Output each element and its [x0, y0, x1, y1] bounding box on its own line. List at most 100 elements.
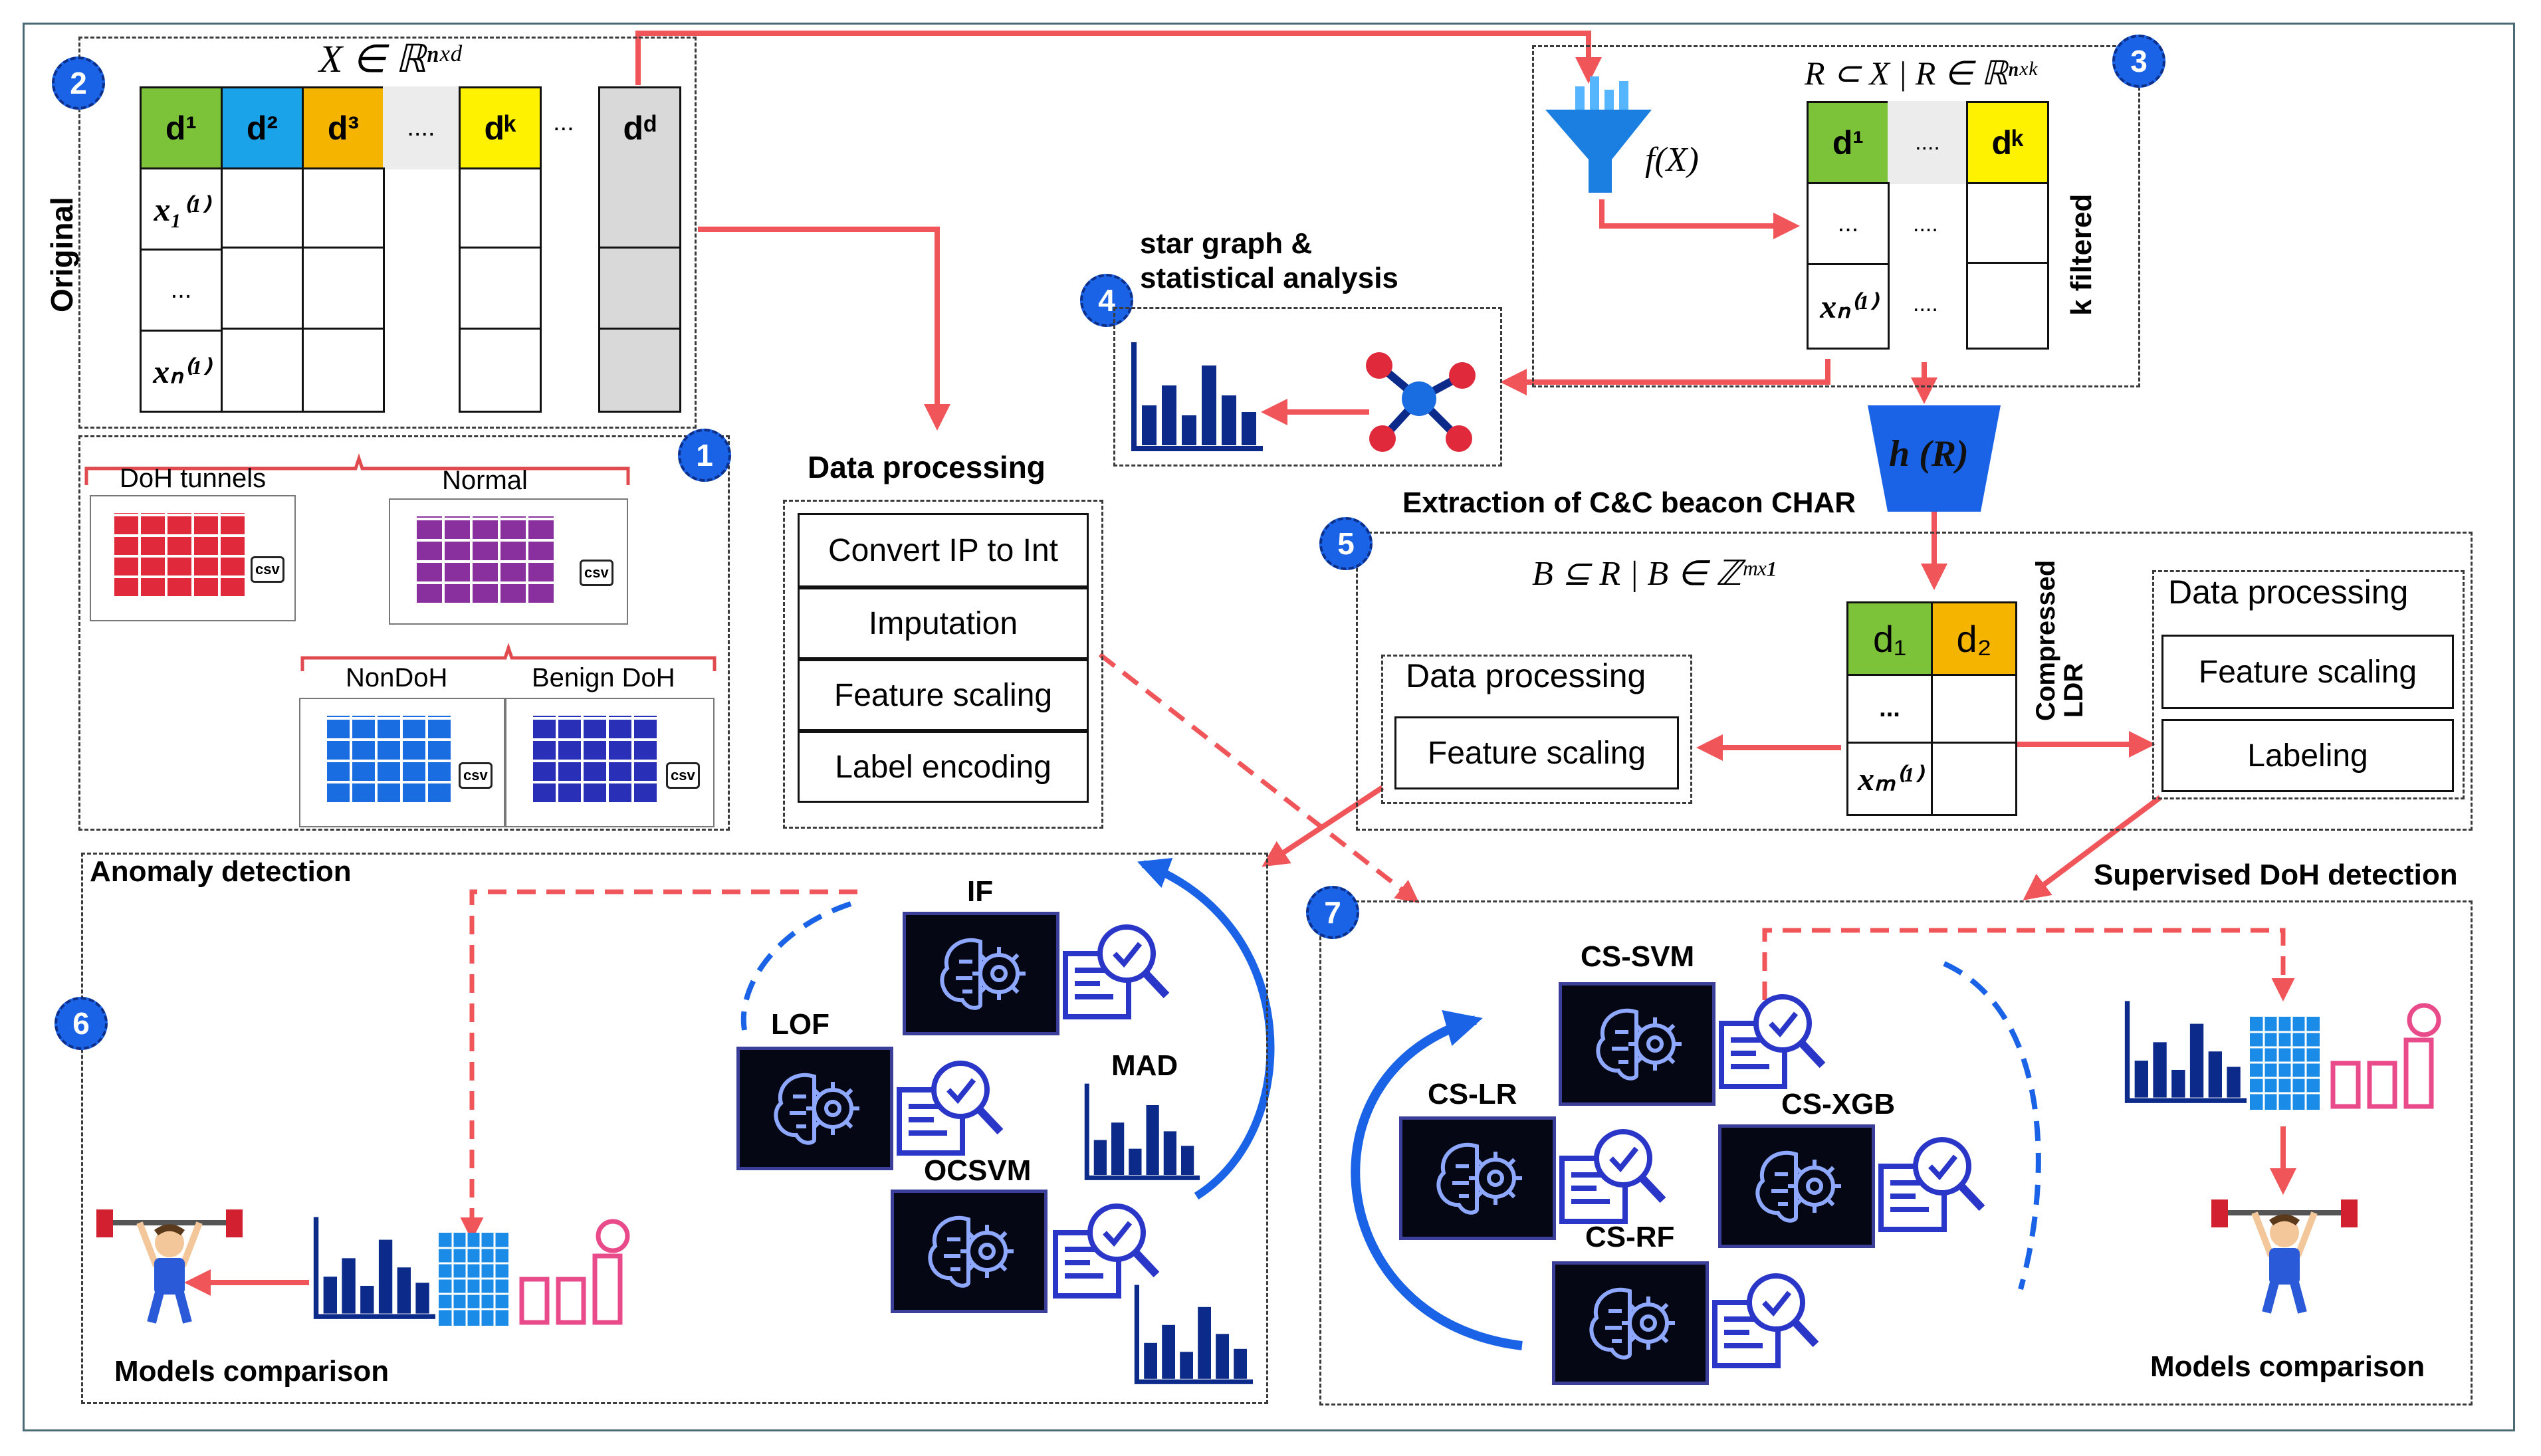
- model-if-card: [903, 912, 1059, 1035]
- badge-4: 4: [1080, 274, 1133, 327]
- header-d2: d²: [221, 86, 304, 169]
- brain-gear-icon: [940, 938, 1026, 1010]
- filtered-header-d1: d¹: [1807, 101, 1890, 184]
- magnifier-check-icon: [1063, 924, 1170, 1019]
- filtered-mid-ellipsis-2: ....: [1913, 291, 1938, 316]
- arrow-to-supervised: [2023, 795, 2162, 900]
- supervised-box: [1319, 900, 2473, 1405]
- filter-title: R ⊂ X | R ∈ ℝⁿˣᵏ: [1805, 54, 2037, 92]
- star-graph-title-1: star graph &: [1140, 227, 1313, 260]
- star-graph-box: [1113, 307, 1502, 467]
- model-cs-rf-card: [1552, 1261, 1709, 1385]
- header-gap-ellipsis: ...: [553, 108, 574, 136]
- outer-frame: [23, 23, 2515, 1431]
- magnifier-check-icon: [1559, 1129, 1666, 1224]
- step-imputation: Imputation: [798, 587, 1089, 659]
- csv-file-icon: csv: [251, 556, 284, 583]
- anomaly-cycle-dashed-arc: [740, 901, 852, 1031]
- dp-right-box: [2152, 570, 2465, 799]
- k-filtered-label: k filtered: [2065, 193, 2098, 316]
- mad-bar-chart-icon: [1084, 1083, 1200, 1180]
- doh-tunnels-label: DoH tunnels: [120, 464, 267, 493]
- brain-gear-icon: [1755, 1150, 1841, 1223]
- benign-doh-table-icon: csv: [505, 698, 715, 827]
- ldr-label: LDR: [2059, 663, 2088, 718]
- arrow-to-anomaly: [1262, 785, 1384, 867]
- encoder-label: h (R): [1889, 433, 1969, 474]
- badge-2: 2: [52, 56, 105, 110]
- badge-5: 5: [1319, 517, 1373, 570]
- dashed-arrow-dp-to-supervised: [1098, 653, 1420, 904]
- brain-gear-icon: [928, 1215, 1014, 1288]
- dp-left-title: Data processing: [1406, 657, 1646, 694]
- badge-1: 1: [678, 429, 731, 482]
- statistics-bar-chart-icon: [1131, 342, 1263, 451]
- anomaly-comparison-table-icon: [439, 1219, 630, 1326]
- supervised-comparison-table-icon: [2250, 1003, 2441, 1110]
- supervised-cycle-dashed-arc: [1943, 961, 2041, 1291]
- matrix-dd-column: [598, 167, 681, 413]
- anomaly-comparison-label: Models comparison: [114, 1355, 389, 1388]
- anomaly-title: Anomaly detection: [90, 855, 352, 888]
- anomaly-comparison-bar-chart-icon: [313, 1217, 435, 1319]
- model-lof-card: [736, 1047, 893, 1170]
- anomaly-box: [81, 853, 1268, 1404]
- model-cs-svm-label: CS-SVM: [1581, 940, 1695, 973]
- model-mad-label: MAD: [1111, 1049, 1178, 1082]
- filter-formula: f(X): [1645, 141, 1699, 179]
- normal-table-icon: csv: [389, 498, 628, 625]
- model-cs-xgb-card: [1718, 1124, 1875, 1248]
- dashed-arrow-supervised-loop: [1762, 928, 2295, 1001]
- supervised-weightlifter-icon: [2211, 1199, 2358, 1314]
- filtered-header-ellipsis: ....: [1888, 101, 1967, 184]
- supervised-title: Supervised DoH detection: [2094, 859, 2458, 891]
- filtered-dk-column: [1966, 182, 2049, 350]
- funnel-icon: [1545, 76, 1652, 193]
- magnifier-check-icon: [1878, 1137, 1985, 1232]
- encoder-caption: Extraction of C&C beacon CHAR: [1402, 486, 1856, 519]
- header-d3: d³: [302, 86, 385, 169]
- header-dd: dᵈ: [598, 86, 681, 169]
- csv-file-icon: csv: [459, 762, 493, 789]
- matrix-dk-column: [459, 167, 542, 413]
- dashed-arrow-anomaly-loop: [460, 889, 857, 1241]
- compressed-label: Compressed: [2031, 560, 2060, 721]
- dp-left-box: [1381, 655, 1692, 804]
- step-feature-scaling: Feature scaling: [798, 659, 1089, 731]
- anomaly-weightlifter-icon: [96, 1209, 243, 1324]
- csv-file-icon: csv: [666, 762, 700, 789]
- ldr-d2-column: [1931, 674, 2017, 816]
- doh-tunnels-table-icon: csv: [90, 495, 296, 621]
- brain-gear-icon: [1436, 1142, 1522, 1215]
- star-graph-title-2: statistical analysis: [1140, 262, 1398, 294]
- badge-3: 3: [2112, 35, 2165, 88]
- dp-right-title: Data processing: [2168, 573, 2409, 611]
- model-cs-rf-label: CS-RF: [1585, 1221, 1675, 1253]
- anomaly-cycle-arc: [1137, 858, 1275, 1200]
- brain-gear-icon: [774, 1073, 859, 1145]
- nondoh-table-icon: csv: [299, 698, 505, 827]
- encoder-trapezoid-icon: [1868, 405, 2001, 512]
- benign-doh-label: Benign DoH: [532, 663, 675, 692]
- header-d1: d¹: [140, 86, 223, 169]
- dp-main-title: Data processing: [808, 450, 1046, 484]
- matrix-body-grid: [221, 167, 385, 413]
- supervised-cycle-arc: [1351, 1010, 1523, 1350]
- dp-right-labeling: Labeling: [2161, 719, 2454, 792]
- ldr-box: [1356, 532, 2473, 831]
- filter-box: [1532, 45, 2140, 387]
- ocsvm-bar-chart-icon: [1134, 1285, 1253, 1384]
- arrow-funnel-to-filtered: [1599, 199, 1800, 239]
- star-graph-icon: [1366, 352, 1476, 452]
- csv-file-icon: csv: [580, 560, 613, 586]
- header-ellipsis: ....: [383, 86, 459, 169]
- model-cs-svm-card: [1559, 982, 1715, 1106]
- dp-main-box: [783, 500, 1103, 829]
- model-cs-xgb-label: CS-XGB: [1781, 1088, 1896, 1120]
- magnifier-check-icon: [897, 1061, 1004, 1156]
- dp-right-feature-scaling: Feature scaling: [2161, 635, 2454, 709]
- supervised-comparison-label: Models comparison: [2150, 1350, 2425, 1383]
- ldr-header-d1: d₁: [1846, 601, 1933, 676]
- ldr-row-xm: xₘ⁽¹⁾: [1846, 742, 1933, 816]
